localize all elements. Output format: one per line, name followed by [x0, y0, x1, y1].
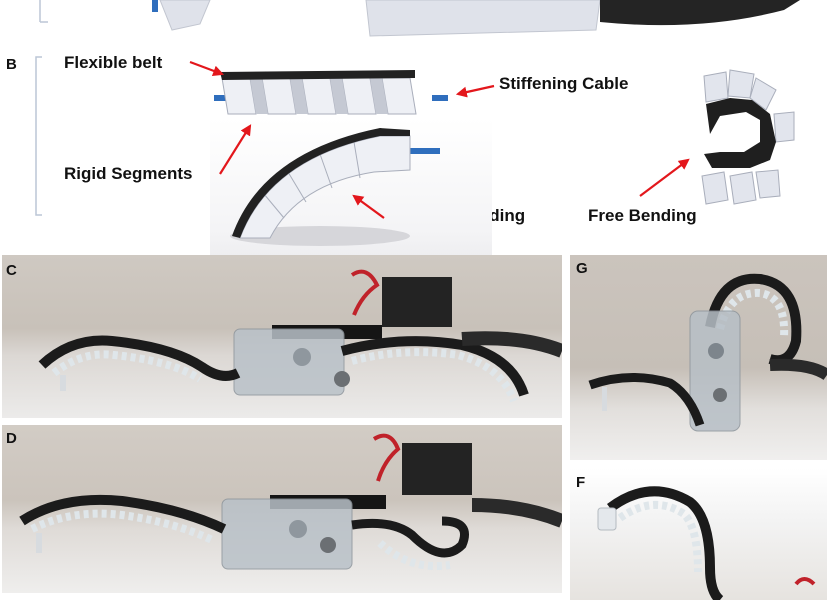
arrow-stiffening-cable [455, 84, 495, 98]
robot-screw [334, 371, 350, 387]
leg-right-segments [377, 540, 451, 570]
curved-segment-divider-2 [287, 171, 307, 203]
top-strip [0, 0, 827, 40]
arrow-free-bending [639, 158, 690, 197]
robot-body-hole [293, 348, 311, 366]
curved-cable-end [400, 148, 440, 154]
photo-panel-c [2, 255, 562, 418]
arrow-limited-bending [352, 194, 385, 219]
robot-side-view-d [19, 433, 562, 570]
segment-gap-4 [370, 78, 388, 114]
curved-belt-top [232, 128, 410, 238]
cable-left-end [214, 95, 226, 101]
leg-curled-segments [617, 500, 702, 573]
robot-screw [713, 388, 727, 402]
belt-top [220, 70, 415, 80]
segment-gap-1 [250, 78, 268, 114]
robot-side-view-c [38, 269, 562, 403]
rigid-segments-label: Rigid Segments [64, 164, 193, 183]
leg-back-belt [471, 498, 562, 528]
leg-back-belt [461, 331, 562, 358]
stiffening-cable-label: Stiffening Cable [499, 74, 629, 93]
leg-ground-belt [588, 373, 705, 427]
leg-right-belt [340, 336, 529, 397]
free-seg-7 [755, 169, 781, 199]
arrow-rigid-segments [219, 124, 252, 175]
photo-panel-f [570, 468, 827, 600]
robot-red-wire [794, 577, 816, 586]
arrow-flexible-belt [189, 60, 225, 77]
robot-clear-body [233, 328, 345, 396]
panel-label-g: G [576, 260, 588, 277]
leg-left-segments [51, 350, 203, 383]
straight-belt-drawing [214, 70, 448, 115]
photo-panel-g [570, 255, 827, 460]
curved-segment-divider-1 [263, 193, 285, 219]
robot-screw [320, 537, 336, 553]
photo-panel-d [2, 425, 562, 593]
leg-left-foot [36, 533, 42, 553]
robot-clear-body [221, 498, 353, 570]
leg-left-belt [38, 335, 241, 381]
robot-red-wire [350, 269, 380, 316]
robot-clear-body [689, 310, 741, 432]
leg-back-belt [769, 358, 827, 381]
leg-curled-belt [607, 486, 724, 600]
callout-arrows [189, 60, 690, 219]
free-seg-5 [701, 171, 729, 205]
panel-b-bracket [35, 56, 42, 216]
leg-left-foot [60, 375, 66, 391]
leg-tip-foot [597, 507, 617, 531]
free-bending-drawing [701, 69, 795, 205]
limited-bending-render [210, 118, 492, 278]
belt-shadow [230, 226, 410, 246]
leg-left-segments [30, 509, 216, 545]
robot-battery-box [382, 277, 452, 327]
free-belt [704, 98, 776, 168]
belt-remnant [600, 0, 800, 26]
free-seg-1 [703, 71, 729, 103]
robot-red-wire [372, 433, 401, 482]
robot-battery-box [402, 443, 472, 495]
panel-label-f: F [576, 474, 586, 491]
panel-label-d: D [6, 430, 17, 447]
robot-leg-lift-g [588, 273, 827, 432]
flexible-belt-label: Flexible belt [64, 53, 163, 72]
free-seg-3 [749, 77, 777, 111]
segment-block-remnant [365, 0, 601, 37]
leg-left-belt [19, 494, 227, 534]
robot-leg-curl-f [597, 486, 816, 600]
cable-stub [152, 0, 158, 12]
free-seg-6 [729, 171, 757, 205]
cable-right-end [432, 95, 448, 101]
robot-body-hole [289, 520, 307, 538]
panel-label-b: B [6, 56, 17, 73]
leg-right-segments [350, 348, 518, 403]
segment-gap-2 [290, 78, 308, 114]
curved-segment-divider-4 [353, 141, 361, 179]
free-seg-4 [773, 111, 795, 143]
panel-a-remnant-drawing [39, 0, 800, 37]
panel-label-c: C [6, 262, 17, 279]
leg-right-belt-loop [351, 516, 469, 558]
leg-raised-belt [705, 273, 802, 366]
segment-remnant [159, 0, 211, 31]
curved-segment-divider-3 [319, 153, 333, 189]
free-bending-label: Free Bending [588, 206, 697, 225]
curved-belt-drawing [230, 128, 440, 246]
robot-body-hole [708, 343, 724, 359]
segment-gap-3 [330, 78, 348, 114]
leg-ground-foot [602, 387, 607, 411]
